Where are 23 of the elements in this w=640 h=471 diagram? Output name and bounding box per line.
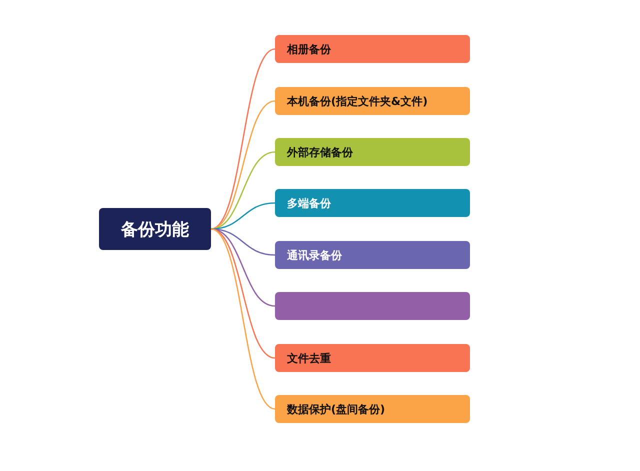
topic-box <box>275 35 470 63</box>
topic-box <box>275 344 470 372</box>
topic-label: 数据保护(盘间备份) <box>287 402 386 416</box>
connector-line <box>210 228 276 410</box>
root-topic-box <box>99 208 211 250</box>
connector-line <box>210 228 276 359</box>
topic-label: 通讯录备份 <box>287 248 342 262</box>
connector-line <box>210 100 276 230</box>
topic-box <box>275 241 470 269</box>
connector-line <box>210 202 276 230</box>
topic-label: 本机备份(指定文件夹&文件) <box>287 94 428 108</box>
topic-box <box>275 292 470 320</box>
connector-line <box>210 151 276 230</box>
topic-label: 文件去重 <box>287 350 331 366</box>
topic-box <box>275 189 470 217</box>
topic-box <box>275 87 470 115</box>
topic-label: 外部存储备份 <box>287 144 353 160</box>
connector-line <box>210 48 276 230</box>
topic-label: 备份功能 <box>121 218 189 240</box>
topic-label: 相册备份 <box>287 42 331 56</box>
topic-label: 多端备份 <box>287 196 331 210</box>
topic-box <box>275 395 470 423</box>
topic-box <box>275 138 470 166</box>
